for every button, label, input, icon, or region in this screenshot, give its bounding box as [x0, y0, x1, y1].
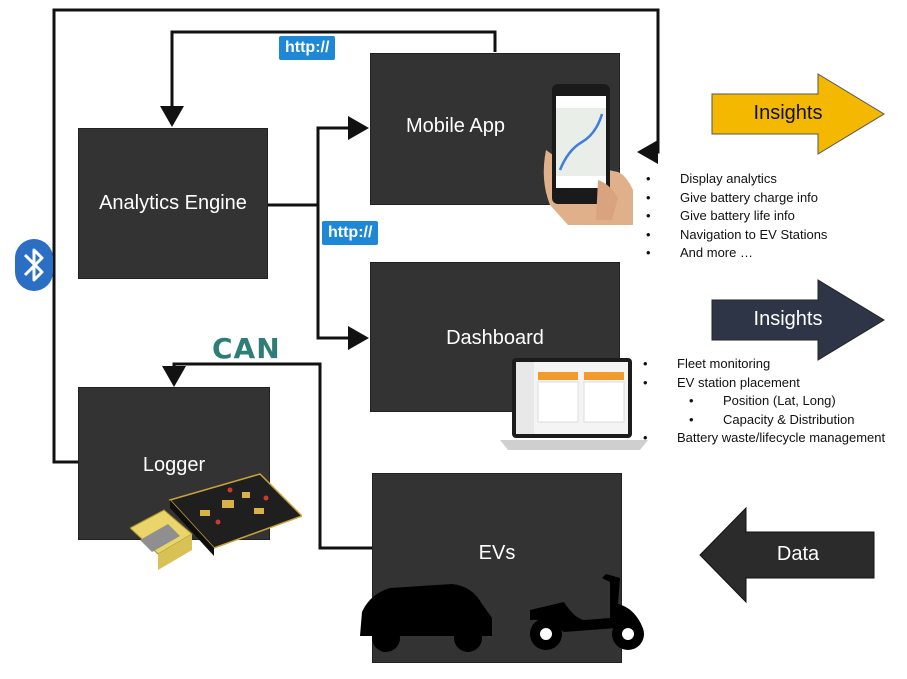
dashboard-insights-list: Fleet monitoringEV station placementPosi… [643, 355, 885, 448]
dashboard-label: Dashboard [446, 327, 544, 349]
logger-to-mobile-line [52, 8, 660, 464]
bluetooth-icon [15, 239, 53, 291]
dashboard-bullet-item: EV station placement [643, 374, 885, 393]
http-badge-mid: http:// [322, 221, 379, 245]
laptop-icon [500, 358, 648, 450]
logger-board-icon [130, 473, 302, 570]
insights-mobile-arrow [711, 73, 885, 155]
analytics-engine-label: Analytics Engine [99, 192, 247, 214]
data-arrow [699, 506, 875, 604]
dashboard-bullet-item: Fleet monitoring [643, 355, 885, 374]
logger-label: Logger [142, 454, 206, 476]
mobile-bullet-item: Give battery charge info [646, 189, 827, 208]
http-badge-top: http:// [279, 36, 336, 60]
dashboard-bullet-item: Battery waste/lifecycle management [643, 429, 885, 448]
data-label: Data [776, 543, 820, 565]
mobile-bullet-item: Give battery life info [646, 207, 827, 226]
mobile-insights-list: Display analyticsGive battery charge inf… [646, 170, 827, 263]
insights-dashboard-arrow [711, 279, 885, 361]
mobile-app-label: Mobile App [406, 115, 505, 137]
hub-to-dashboard-line [316, 205, 369, 350]
hub-to-mobile-line [316, 116, 369, 205]
insights-mobile-label: Insights [753, 102, 823, 124]
mobile-to-analytics-line [160, 30, 497, 127]
mobile-bullet-item: And more … [646, 244, 827, 263]
mobile-bullet-item: Display analytics [646, 170, 827, 189]
car-icon [360, 584, 492, 652]
can-label: CAN [212, 332, 281, 365]
dashboard-bullet-item: Position (Lat, Long) [643, 392, 885, 411]
analytics-engine-box: Analytics Engine [78, 128, 268, 279]
evs-label: EVs [478, 542, 516, 564]
evs-to-logger-line [162, 362, 372, 550]
mobile-bullet-item: Navigation to EV Stations [646, 226, 827, 245]
scooter-icon [530, 574, 644, 650]
dashboard-box: Dashboard [370, 262, 620, 412]
insights-dashboard-label: Insights [753, 308, 823, 330]
phone-icon [543, 84, 633, 225]
dashboard-bullet-item: Capacity & Distribution [643, 411, 885, 430]
